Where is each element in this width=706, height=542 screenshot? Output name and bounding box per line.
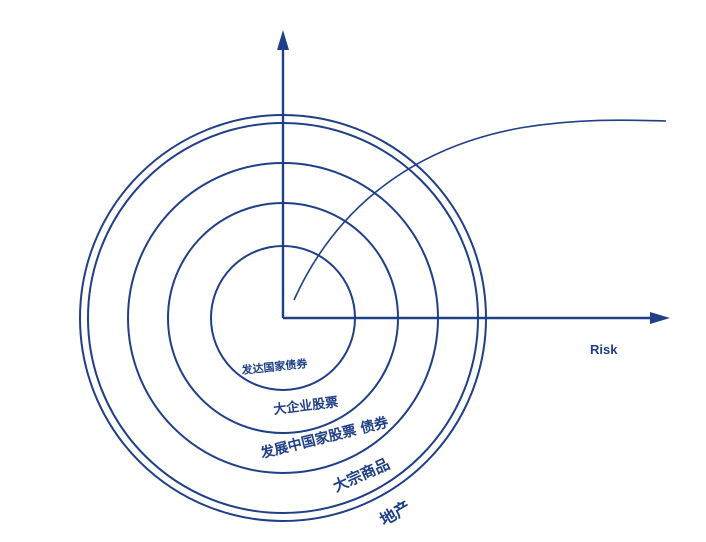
return-curve — [293, 119, 667, 301]
ring-label-4: 大宗商品 — [330, 455, 392, 496]
ring-label-2: 大企业股票 — [273, 394, 339, 418]
y-axis-arrowhead — [277, 30, 289, 50]
ring-label-3: 发展中国家股票 债券 — [258, 413, 391, 462]
x-axis-arrowhead — [650, 312, 670, 324]
ring-label-5: 地产 — [377, 497, 414, 529]
ring-label-1: 发达国家债券 — [240, 356, 309, 377]
x-axis-label: Risk — [590, 342, 618, 357]
